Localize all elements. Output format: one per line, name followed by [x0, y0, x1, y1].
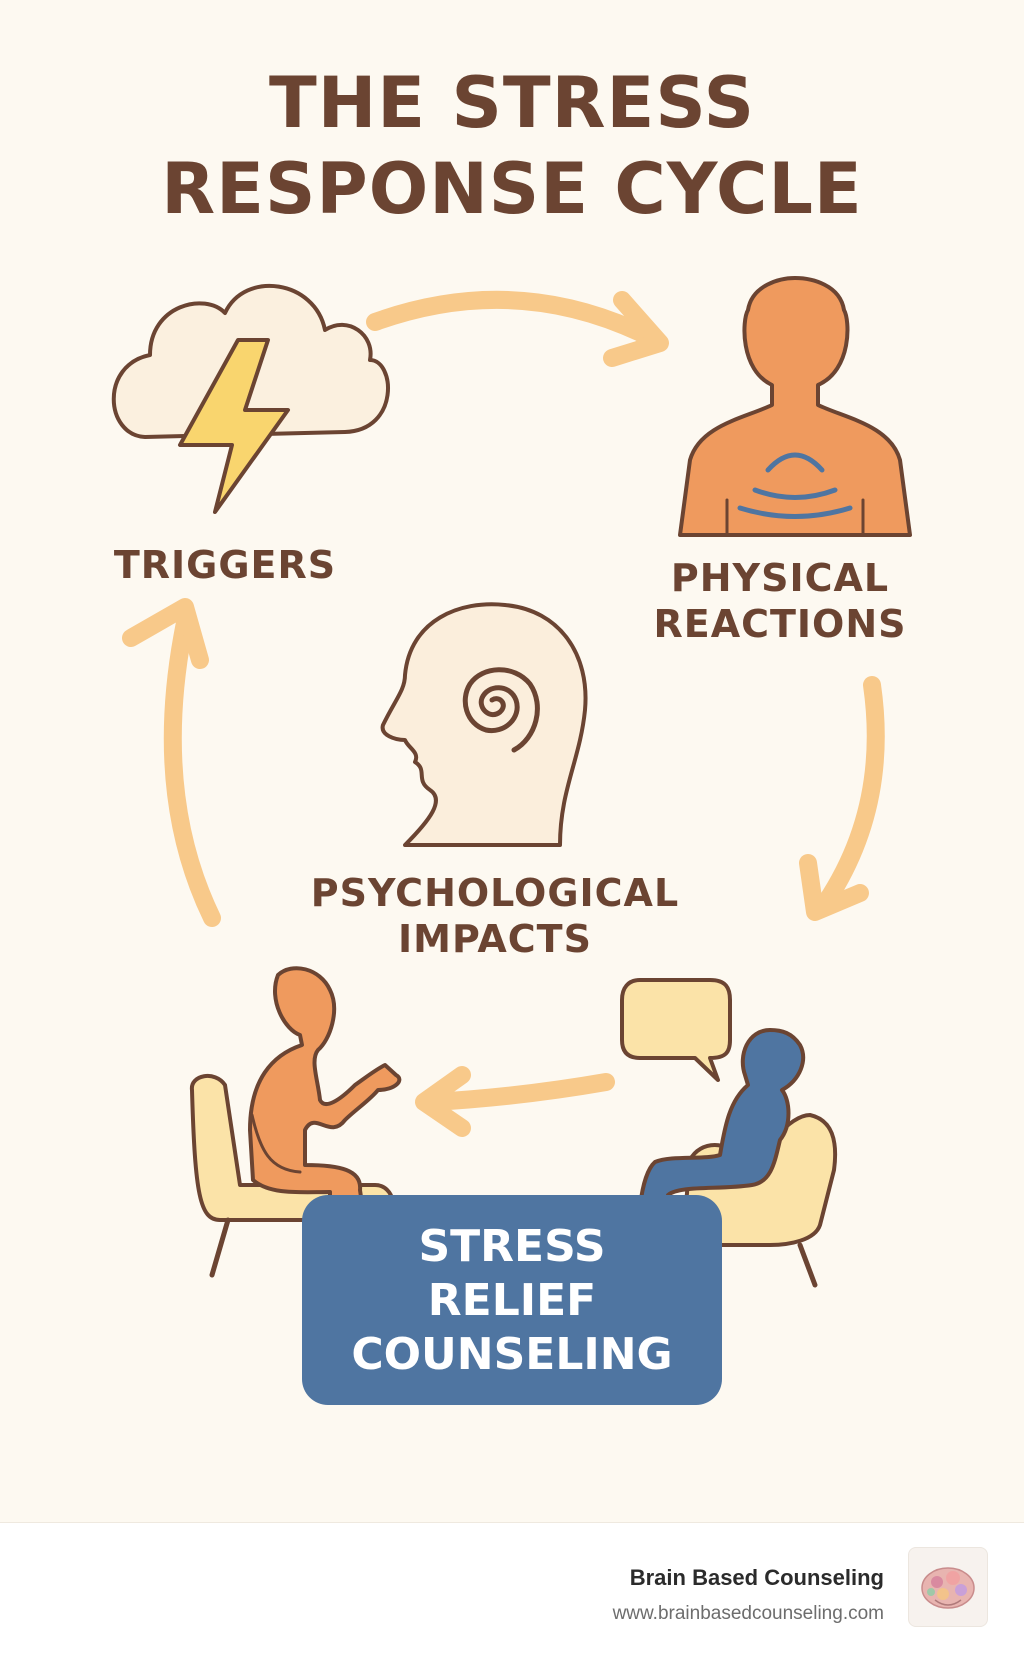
- title-line-1: THE STRESS: [268, 62, 756, 144]
- triggers-text: TRIGGERS: [113, 543, 337, 587]
- brand-url[interactable]: www.brainbasedcounseling.com: [612, 1603, 884, 1624]
- counseling-line-1: STRESS: [418, 1221, 606, 1272]
- brain-logo-icon[interactable]: [908, 1547, 988, 1627]
- speech-bubble-icon: [620, 978, 732, 1082]
- triggers-label: TRIGGERS: [100, 542, 350, 588]
- title-line-2: RESPONSE CYCLE: [161, 148, 863, 230]
- physical-reactions-label: PHYSICAL REACTIONS: [630, 555, 930, 647]
- storm-cloud-icon: [111, 283, 390, 514]
- counselor-icon: [248, 966, 402, 1277]
- arrow-physical-to-psych: [799, 676, 885, 921]
- counseling-line-2: RELIEF: [427, 1275, 597, 1326]
- footer: Brain Based Counseling www.brainbasedcou…: [0, 1522, 1024, 1667]
- psychological-impacts-label: PSYCHOLOGICAL IMPACTS: [280, 870, 710, 962]
- psych-line-2: IMPACTS: [398, 917, 592, 961]
- brand-name[interactable]: Brain Based Counseling: [629, 1565, 884, 1590]
- page-title: THE STRESS RESPONSE CYCLE: [70, 60, 954, 232]
- arrow-client-to-counselor: [415, 1066, 615, 1137]
- stress-relief-counseling-box: [302, 1195, 722, 1405]
- stress-relief-counseling-label: STRESS RELIEF COUNSELING: [302, 1220, 722, 1382]
- physical-line-2: REACTIONS: [653, 602, 907, 646]
- person-bust-icon: [678, 276, 912, 537]
- counseling-line-3: COUNSELING: [351, 1329, 673, 1380]
- arrow-triggers-to-physical: [366, 290, 669, 367]
- head-spiral-icon: [380, 602, 588, 847]
- arrow-counselor-to-triggers: [122, 598, 221, 927]
- physical-line-1: PHYSICAL: [670, 556, 890, 600]
- psych-line-1: PSYCHOLOGICAL: [310, 871, 680, 915]
